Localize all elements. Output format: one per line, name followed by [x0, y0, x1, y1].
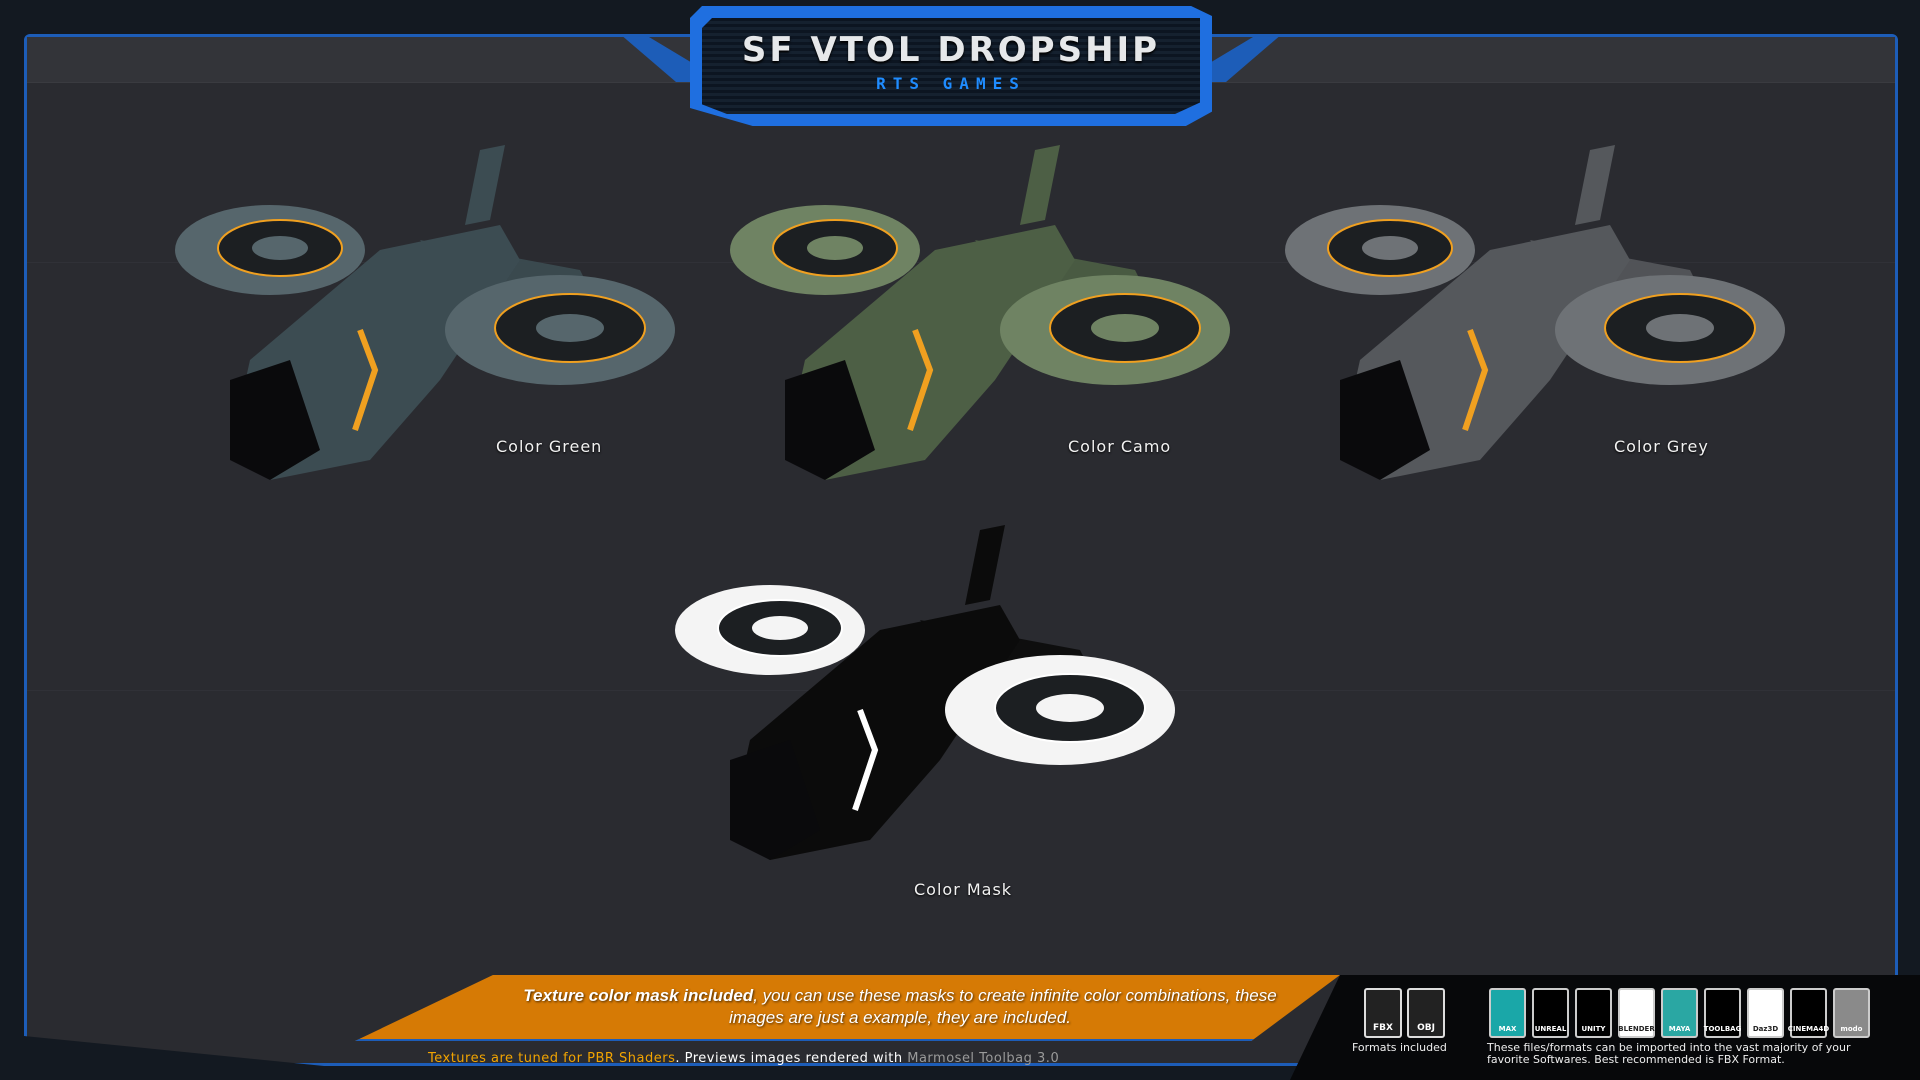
- software-icon-daz3d: Daz3D: [1747, 988, 1784, 1038]
- variant-label-grey: Color Grey: [1614, 437, 1709, 456]
- fbx-format-icon: FBX: [1364, 988, 1402, 1038]
- cockpit: [730, 740, 820, 860]
- footer-preview: . Previews images rendered with: [675, 1051, 908, 1066]
- accent-stripe: [907, 328, 934, 431]
- formats-caption: Formats included: [1352, 1041, 1447, 1054]
- software-icon-cinema4d: CINEMA4D: [1788, 988, 1829, 1038]
- variant-label-camo: Color Camo: [1068, 437, 1172, 456]
- footer-renderer: Marmosel Toolbag 3.0: [907, 1051, 1060, 1066]
- ship-green: [120, 130, 680, 554]
- ship-camo: [675, 130, 1235, 554]
- software-icon-modo: modo: [1833, 988, 1870, 1038]
- tail-fin: [465, 145, 505, 225]
- info-banner: [355, 975, 1340, 1041]
- software-icon-toolbag: TOOLBAG: [1704, 988, 1741, 1038]
- obj-format-icon: OBJ: [1407, 988, 1445, 1038]
- cockpit: [785, 360, 875, 480]
- page-title: SF VTOL DROPSHIP: [741, 30, 1161, 70]
- software-caption: These files/formats can be imported into…: [1487, 1041, 1851, 1066]
- software-icon-blender: BLENDER: [1618, 988, 1655, 1038]
- ship-mask: [620, 510, 1180, 934]
- banner-text: Texture color mask included, you can use…: [500, 985, 1300, 1029]
- footer-note: Textures are tuned for PBR Shaders. Prev…: [428, 1051, 1059, 1066]
- title-plate-inner: [702, 18, 1200, 114]
- cockpit: [230, 360, 320, 480]
- software-icon-unity: UNITY: [1575, 988, 1612, 1038]
- footer-pbr: Textures are tuned for PBR Shaders: [428, 1051, 676, 1066]
- software-icon-maya: MAYA: [1661, 988, 1698, 1038]
- tail-fin: [1020, 145, 1060, 225]
- software-icon-max: MAX: [1489, 988, 1526, 1038]
- variant-label-green: Color Green: [496, 437, 603, 456]
- tail-fin: [965, 525, 1005, 605]
- accent-stripe: [852, 708, 879, 811]
- ship-grey: [1230, 130, 1790, 554]
- banner-rest: , you can use these masks to create infi…: [728, 986, 1277, 1027]
- accent-stripe: [352, 328, 379, 431]
- cockpit: [1340, 360, 1430, 480]
- banner-bold: Texture color mask included: [523, 986, 754, 1005]
- variant-label-mask: Color Mask: [914, 880, 1013, 899]
- software-icon-unreal: UNREAL: [1532, 988, 1569, 1038]
- accent-stripe: [1462, 328, 1489, 431]
- tail-fin: [1575, 145, 1615, 225]
- page-subtitle: RTS GAMES: [876, 74, 1026, 93]
